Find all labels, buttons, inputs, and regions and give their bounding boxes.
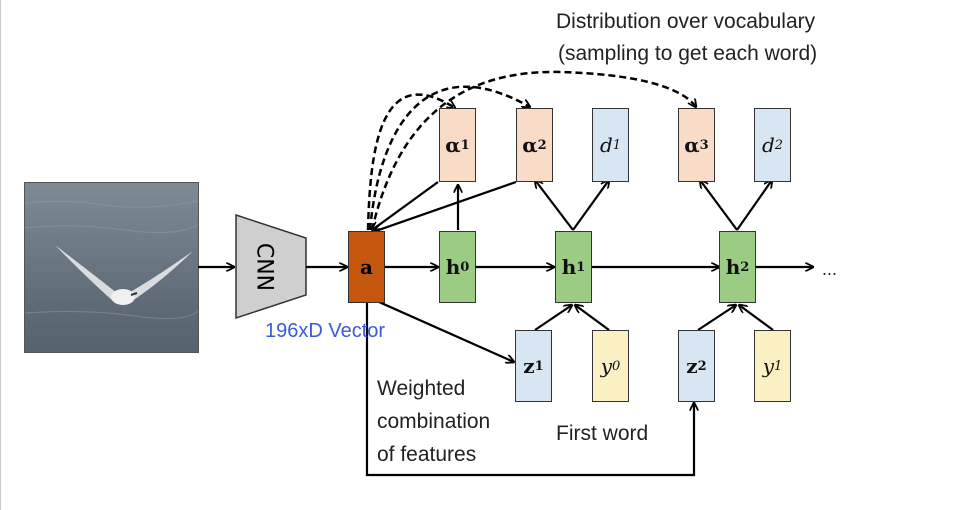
dashed-a-to-alpha3 bbox=[370, 70, 696, 231]
weighted-label-line-1: Weighted bbox=[377, 377, 466, 400]
node-alpha2-sub: 2 bbox=[537, 137, 547, 153]
weighted-label-line-2: combination bbox=[377, 410, 491, 433]
node-d2-sub: 2 bbox=[774, 137, 784, 153]
node-alpha1-sub: 1 bbox=[460, 137, 470, 153]
arrow-y0-to-h1 bbox=[575, 305, 610, 331]
bird-icon bbox=[25, 200, 198, 320]
node-z2-sub: 2 bbox=[697, 358, 707, 374]
arrow-z1-to-h1 bbox=[534, 305, 572, 331]
arrow-alpha1-to-a bbox=[372, 181, 439, 230]
continuation-ellipsis: ... bbox=[822, 259, 838, 279]
vector-label: 196xD Vector bbox=[265, 320, 386, 342]
node-h2-sub: 2 bbox=[740, 259, 750, 275]
node-y1-base: y bbox=[762, 354, 775, 378]
page-border bbox=[0, 0, 1, 510]
arrow-h1-to-d1 bbox=[572, 180, 609, 231]
node-h1-base: h bbox=[561, 255, 577, 279]
dashed-a-to-alpha1 bbox=[366, 93, 455, 231]
first-word-label: First word bbox=[556, 422, 649, 445]
cnn-encoder-shape bbox=[235, 213, 307, 320]
node-d1-sub: 1 bbox=[612, 137, 622, 153]
node-alpha3-sub: 3 bbox=[699, 137, 709, 153]
cnn-label: CNN bbox=[251, 242, 277, 292]
title-line-2: (sampling to get each word) bbox=[558, 42, 818, 65]
node-d1-base: d bbox=[599, 133, 613, 157]
node-z1-sub: 1 bbox=[534, 358, 544, 374]
node-h1-sub: 1 bbox=[576, 259, 586, 275]
node-h0-sub: 0 bbox=[460, 259, 470, 275]
arrow-h1-to-alpha2 bbox=[535, 180, 574, 231]
node-y0-sub: 0 bbox=[612, 358, 621, 374]
node-z1-base: z bbox=[523, 354, 535, 378]
node-a-label: a bbox=[360, 255, 373, 279]
arrow-h2-to-alpha3 bbox=[700, 180, 738, 231]
node-h2-base: h bbox=[725, 255, 741, 279]
node-alpha2-base: α bbox=[522, 133, 538, 157]
node-alpha3-base: α bbox=[684, 133, 700, 157]
arrow-z2-to-h2 bbox=[697, 305, 736, 331]
weighted-label-line-3: of features bbox=[377, 443, 477, 466]
node-alpha1-base: α bbox=[445, 133, 461, 157]
arrow-alpha2-to-a bbox=[373, 180, 517, 232]
input-image bbox=[24, 182, 199, 353]
node-h0-base: h bbox=[445, 255, 461, 279]
title-line-1: Distribution over vocabulary bbox=[556, 10, 816, 33]
node-y0-base: y bbox=[600, 354, 613, 378]
arrow-h2-to-d2 bbox=[736, 180, 772, 231]
arrow-a-to-z1 bbox=[378, 300, 514, 362]
dashed-a-to-alpha2 bbox=[368, 85, 530, 231]
arrow-y1-to-h2 bbox=[739, 305, 774, 331]
node-z2-base: z bbox=[686, 354, 698, 378]
node-y1-sub: 1 bbox=[774, 358, 783, 374]
node-d2-base: d bbox=[761, 133, 775, 157]
arrow-a-to-z2 bbox=[365, 303, 694, 477]
feature-node-a: a bbox=[348, 231, 385, 303]
